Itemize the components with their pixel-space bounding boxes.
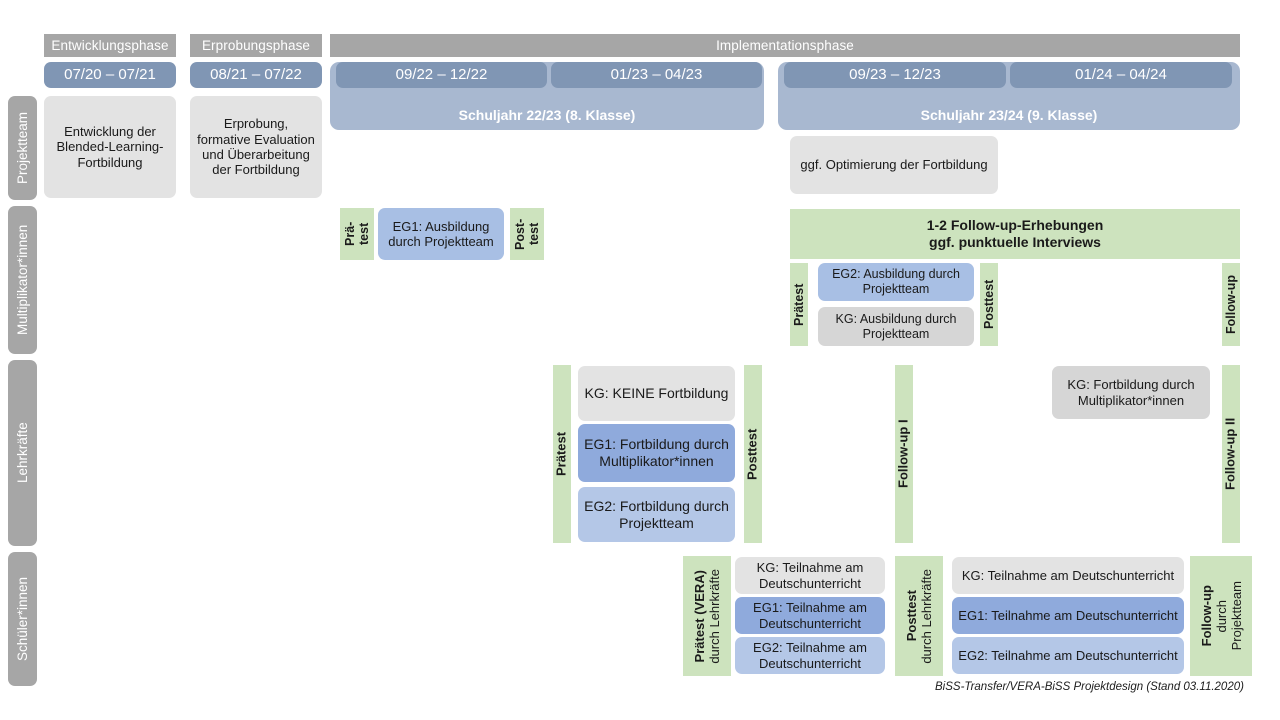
schueler-right-kg-box: KG: Teilnahme am Deutschunterricht [952, 557, 1184, 594]
lehrkraefte-praetest-strip: Prätest [553, 365, 571, 543]
schueler-followup-sub1-label: durch [1213, 599, 1229, 633]
projektteam-erprobung-box: Erprobung, formative Evaluation und Über… [190, 96, 322, 198]
phase-header-implementationsphase: Implementationsphase [330, 34, 1240, 57]
lehrkraefte-followup-1-strip: Follow-up I [895, 365, 913, 543]
projektteam-optimierung-box: ggf. Optimierung der Fortbildung [790, 136, 998, 194]
schueler-praetest-strip: Prätest (VERA) durch Lehrkräfte [683, 556, 731, 676]
lehrkraefte-posttest-strip: Posttest [744, 365, 762, 543]
date-pill-08-21-07-22: 08/21 – 07/22 [190, 62, 322, 88]
schueler-left-eg1-box: EG1: Teilnahme am Deutschunterricht [735, 597, 885, 634]
date-pill-01-23-04-23: 01/23 – 04/23 [551, 62, 762, 88]
multiplikator-eg1-box: EG1: Ausbildung durch Projektteam [378, 208, 504, 260]
multiplikator-followup-strip: Follow-up [1222, 263, 1240, 346]
multiplikator-eg2-box: EG2: Ausbildung durch Projektteam [818, 263, 974, 301]
schueler-praetest-sub-label: durch Lehrkräfte [707, 568, 722, 664]
lehrkraefte-kg-keine-box: KG: KEINE Fortbildung [578, 366, 735, 421]
date-pill-01-24-04-24: 01/24 – 04/24 [1010, 62, 1232, 88]
sidebar-role-multiplikator-innen: Multiplikator*innen [8, 206, 37, 354]
schueler-left-kg-box: KG: Teilnahme am Deutschunterricht [735, 557, 885, 594]
schueler-posttest-sub-label: durch Lehrkräfte [919, 568, 934, 664]
multiplikator-followup-erhebungen-banner: 1-2 Follow-up-Erhebungen ggf. punktuelle… [790, 209, 1240, 259]
schueler-posttest-main-label: Posttest [904, 590, 919, 642]
lehrkraefte-eg1-box: EG1: Fortbildung durch Multiplikator*inn… [578, 424, 735, 482]
footer-caption: BiSS-Transfer/VERA-BiSS Projektdesign (S… [935, 681, 1244, 693]
date-pill-07-20-07-21: 07/20 – 07/21 [44, 62, 176, 88]
lehrkraefte-eg2-box: EG2: Fortbildung durch Projektteam [578, 487, 735, 542]
schueler-followup-sub2-label: Projektteam [1228, 581, 1244, 651]
phase-header-entwicklungsphase: Entwicklungsphase [44, 34, 176, 57]
sidebar-role-lehrkraefte: Lehrkräfte [8, 360, 37, 546]
phase-header-erprobungsphase: Erprobungsphase [190, 34, 322, 57]
multiplikator-kg-box: KG: Ausbildung durch Projektteam [818, 307, 974, 346]
schueler-right-eg2-box: EG2: Teilnahme am Deutschunterricht [952, 637, 1184, 674]
lehrkraefte-followup-2-strip: Follow-up II [1222, 365, 1240, 543]
date-pill-09-23-12-23: 09/23 – 12/23 [784, 62, 1006, 88]
multiplikator-praetest-1-strip: Prä- test [340, 208, 374, 260]
multiplikator-praetest-2-strip: Prätest [790, 263, 808, 346]
multiplikator-posttest-1-strip: Post- test [510, 208, 544, 260]
schueler-followup-strip: Follow-up durch Projektteam [1190, 556, 1252, 676]
multiplikator-posttest-2-strip: Posttest [980, 263, 998, 346]
schueler-left-eg2-box: EG2: Teilnahme am Deutschunterricht [735, 637, 885, 674]
sidebar-role-schueler-innen: Schüler*innen [8, 552, 37, 686]
schueler-followup-main-label: Follow-up [1198, 585, 1214, 647]
lehrkraefte-kg-fortbildung-box: KG: Fortbildung durch Multiplikator*inne… [1052, 366, 1210, 419]
date-pill-09-22-12-22: 09/22 – 12/22 [336, 62, 547, 88]
schueler-right-eg1-box: EG1: Teilnahme am Deutschunterricht [952, 597, 1184, 634]
schueler-posttest-strip: Posttest durch Lehrkräfte [895, 556, 943, 676]
projektteam-entwicklung-box: Entwicklung der Blended-Learning-Fortbil… [44, 96, 176, 198]
schueler-praetest-main-label: Prätest (VERA) [692, 569, 707, 663]
sidebar-role-projektteam: Projektteam [8, 96, 37, 200]
